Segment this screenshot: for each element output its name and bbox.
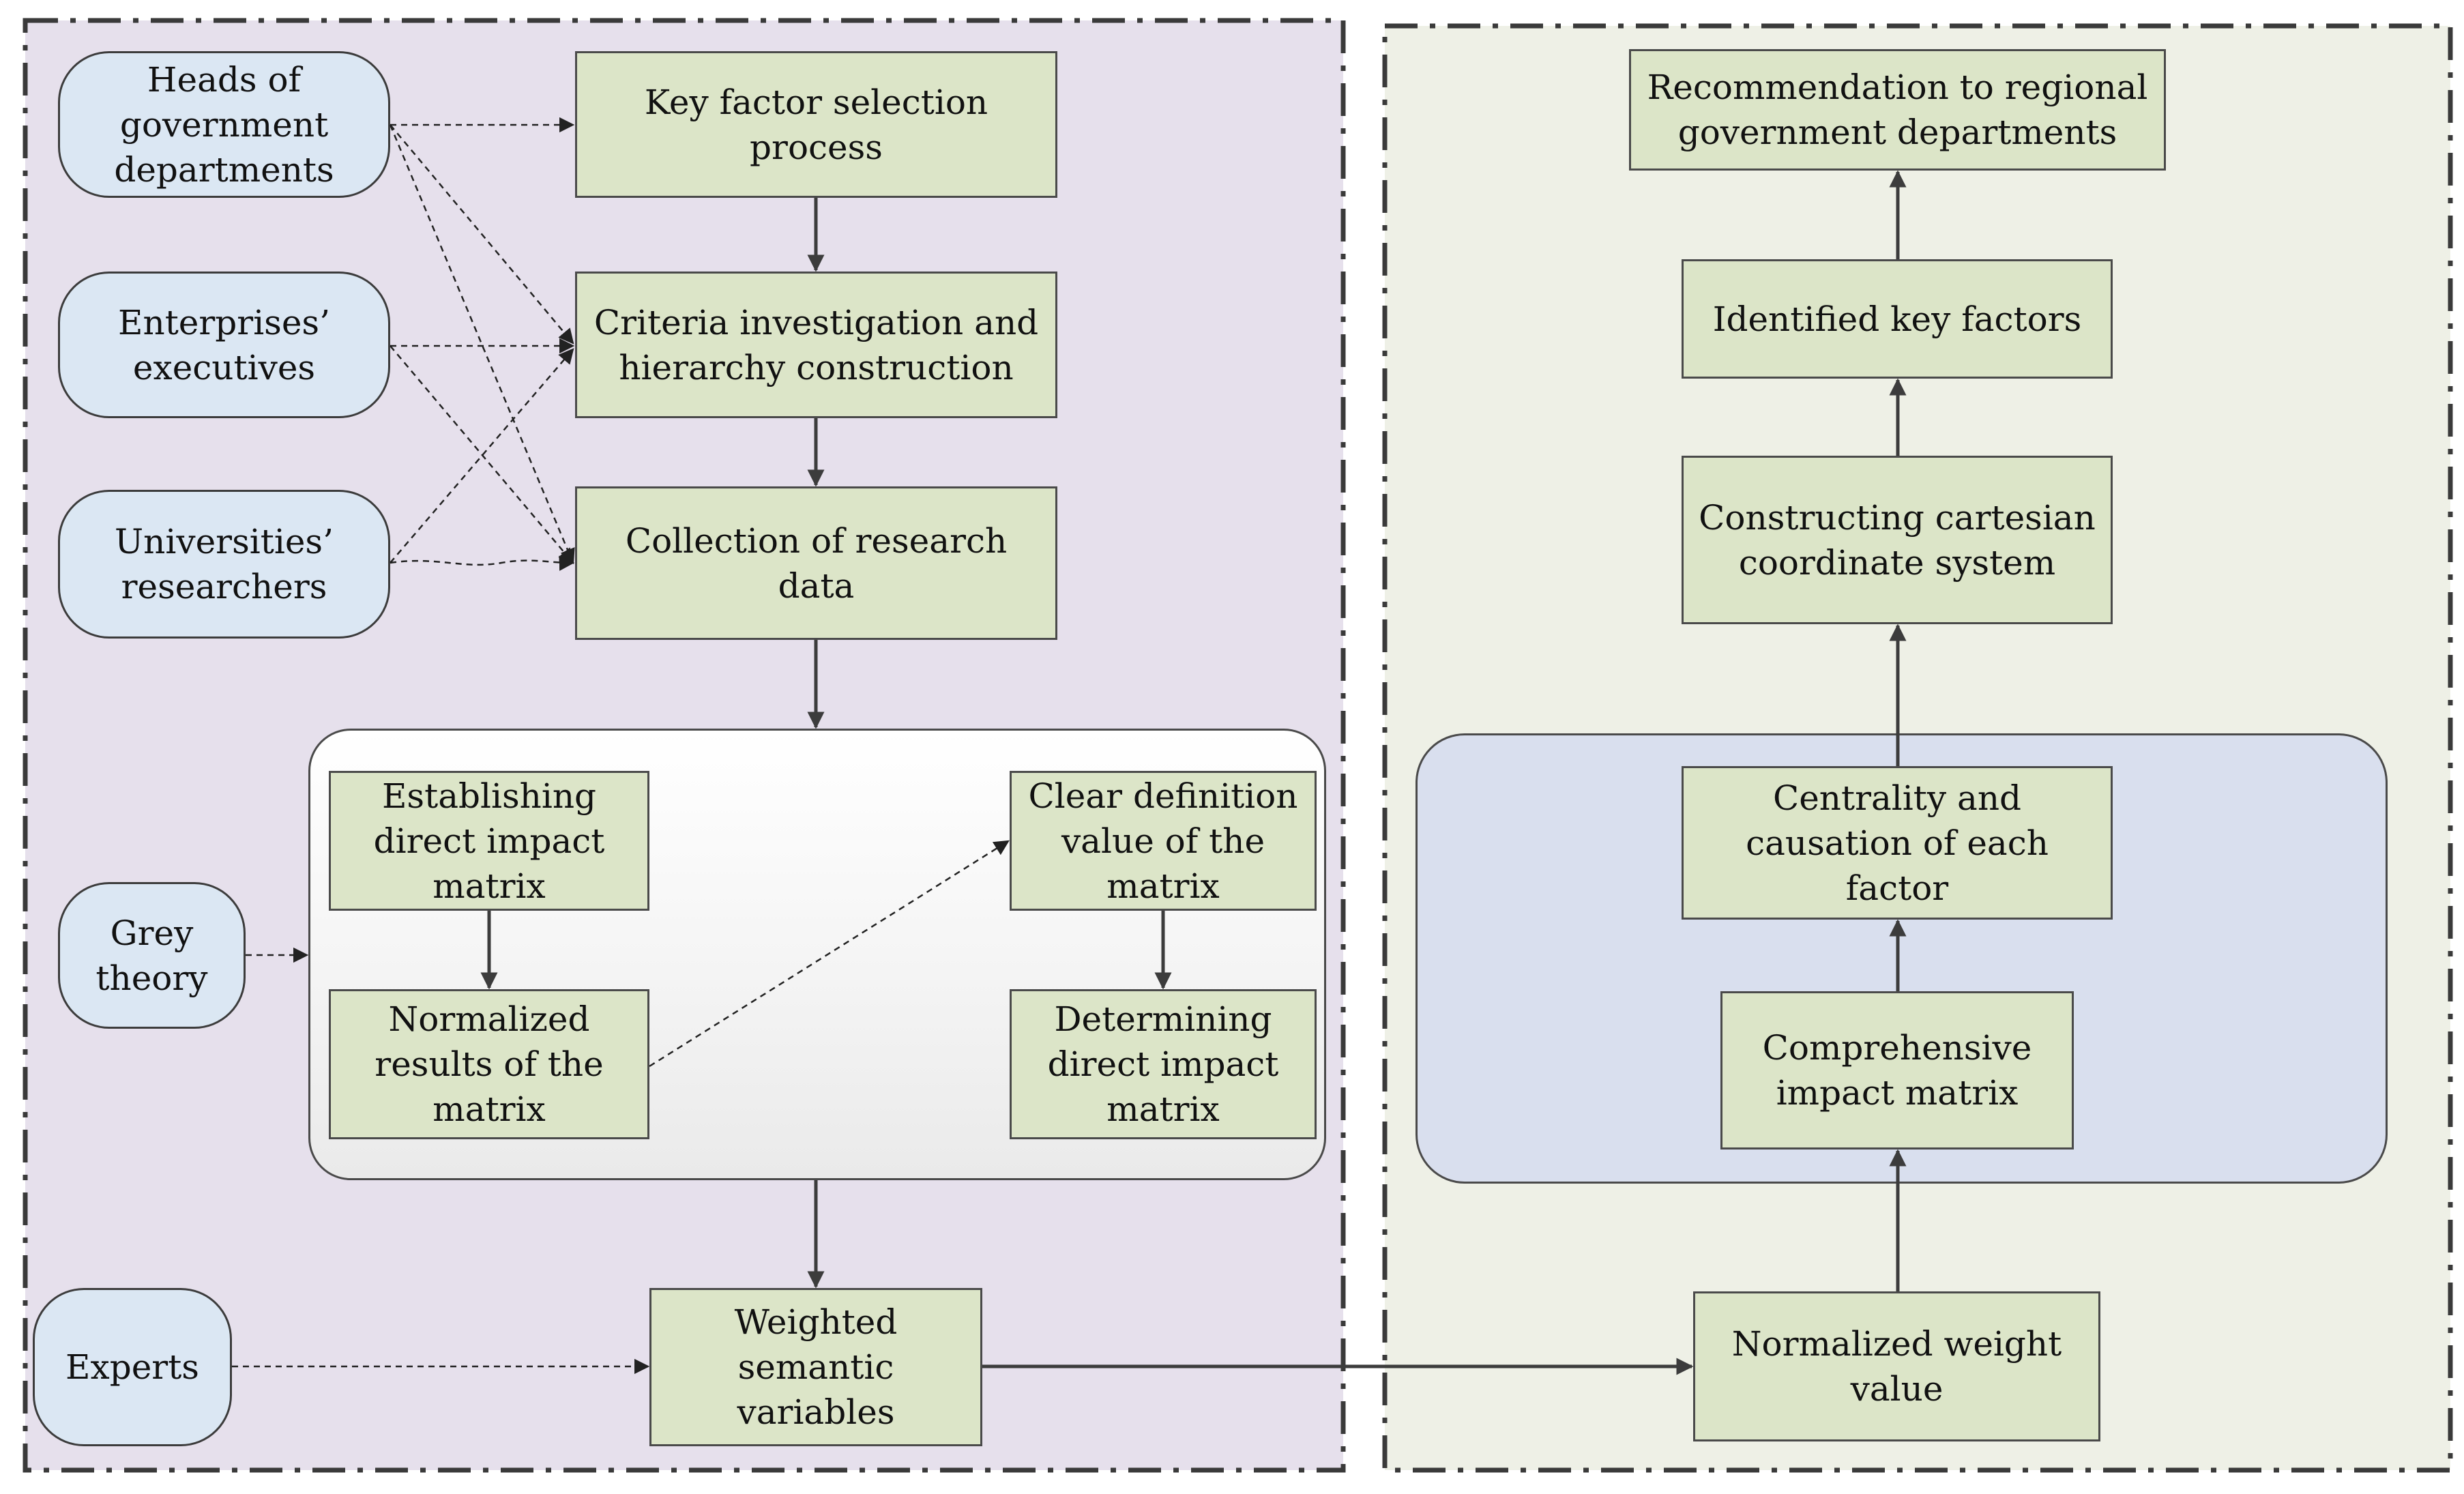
actor-heads-of-government: Heads of government departments <box>58 51 390 198</box>
box-key-factor-selection: Key factor selection process <box>575 51 1057 198</box>
box-normalized-weight-value: Normalized weight value <box>1693 1291 2100 1441</box>
box-collection-research-data: Collection of research data <box>575 486 1057 640</box>
actor-universities-researchers: Universities’ researchers <box>58 490 390 639</box>
box-weighted-semantic-variables: Weighted semantic variables <box>649 1288 982 1446</box>
box-centrality-causation: Centrality and causation of each factor <box>1682 766 2113 920</box>
box-normalized-results: Normalized results of the matrix <box>329 989 649 1139</box>
box-identified-key-factors: Identified key factors <box>1682 259 2113 379</box>
actor-grey-theory: Grey theory <box>58 882 246 1029</box>
actor-enterprises-executives: Enterprises’ executives <box>58 272 390 418</box>
box-determining-direct-impact: Determining direct impact matrix <box>1010 989 1317 1139</box>
box-establishing-direct-impact: Establishing direct impact matrix <box>329 771 649 911</box>
box-clear-definition-value: Clear definition value of the matrix <box>1010 771 1317 911</box>
actor-experts: Experts <box>33 1288 232 1446</box>
box-recommendation: Recommendation to regional government de… <box>1629 49 2166 171</box>
box-criteria-investigation: Criteria investigation and hierarchy con… <box>575 272 1057 418</box>
box-cartesian-coordinate: Constructing cartesian coordinate system <box>1682 456 2113 624</box>
box-comprehensive-impact: Comprehensive impact matrix <box>1720 991 2074 1149</box>
